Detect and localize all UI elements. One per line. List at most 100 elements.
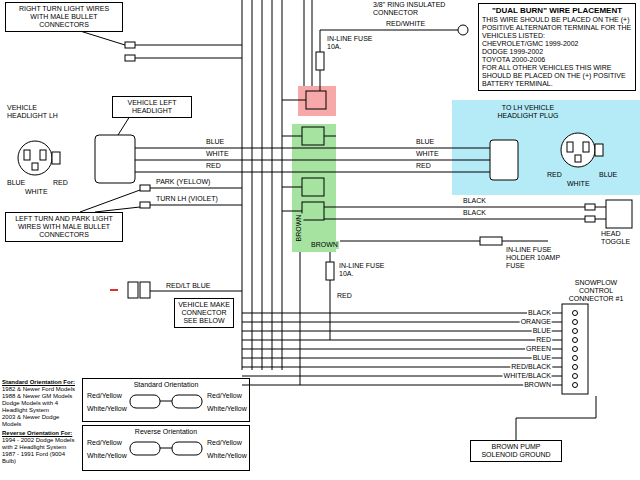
- highlight-band: TO LH VEHICLE HEADLIGHT PLUG: [452, 100, 640, 195]
- note-label: IN-LINE FUSE 10A.: [338, 262, 388, 278]
- bullet-connector: [125, 42, 135, 48]
- make-connector: [140, 282, 150, 298]
- connector-block: SNOWPLOW CONTROL CONNECTOR #1: [556, 278, 636, 396]
- table-text: 2003 & Newer Dodge Models: [2, 414, 80, 428]
- plug-pin: [575, 155, 581, 162]
- ring-connector: [458, 25, 468, 35]
- wire-label: WHITE/BLACK: [503, 372, 552, 380]
- relay-symbol: [302, 127, 324, 145]
- wire-label: RED/LT BLUE: [165, 282, 211, 290]
- wire: [340, 241, 548, 242]
- wire-label: PARK (YELLOW): [155, 178, 211, 186]
- box-heading: BROWN PUMP SOLENOID GROUND: [474, 443, 558, 459]
- box-heading: Standard Orientation: [86, 381, 246, 389]
- bullet-connector: [585, 216, 595, 222]
- table-text: Reverse Orientation For:: [2, 430, 80, 437]
- relay-symbol: [302, 202, 324, 220]
- box-heading: Reverse Orientation: [86, 428, 246, 436]
- headlight-plug: [18, 141, 52, 175]
- connector-pill: [130, 395, 160, 408]
- callout-box: VEHICLE MAKE CONNECTOR SEE BELOW: [174, 298, 234, 328]
- box-text: TOYOTA 2000-2006: [482, 56, 632, 64]
- connector-pill: [172, 395, 202, 408]
- wire-label: RED: [535, 336, 552, 344]
- note-box: LEFT TURN AND PARK LIGHT WIRES WITH MALE…: [5, 212, 123, 242]
- box-heading: TO LH VEHICLE HEADLIGHT PLUG: [488, 104, 568, 120]
- wire: [282, 136, 336, 211]
- wire-label: BLUE: [415, 138, 435, 146]
- note-label: IN-LINE FUSE 10A.: [326, 35, 376, 51]
- leader-line: [118, 116, 130, 135]
- leader-line: [80, 190, 140, 212]
- bullet-connector: [125, 55, 135, 61]
- wire-label: WHITE: [205, 150, 230, 158]
- wire: [304, 0, 312, 86]
- wire: [160, 401, 172, 402]
- box-heading: "DUAL BURN" WIRE PLACEMENT: [482, 6, 632, 15]
- note-label: IN-LINE FUSE HOLDER 10AMP FUSE: [505, 246, 562, 270]
- note-label: 3/8" RING INSULATED CONNECTOR: [372, 1, 462, 17]
- relay-symbol: [306, 91, 326, 109]
- pin-label: Red/Yellow: [86, 439, 123, 447]
- wire-label: BLACK: [462, 197, 487, 205]
- fuse-symbol: [326, 262, 334, 280]
- pin-label: White/Yellow: [206, 405, 248, 413]
- wire-label: WHITE: [24, 188, 49, 196]
- bullet-connector: [585, 204, 595, 210]
- plug-latch: [595, 144, 603, 156]
- wire: [324, 207, 585, 219]
- relay-symbol: [302, 178, 324, 196]
- pin-label: White/Yellow: [86, 405, 128, 413]
- wire-label: BLUE: [532, 327, 552, 335]
- note-label: HEAD TOGGLE: [600, 230, 640, 246]
- wire-label: ORANGE: [520, 318, 552, 326]
- wire-label: RED: [415, 162, 432, 170]
- toggle-connector: [606, 200, 632, 228]
- box-heading: LEFT TURN AND PARK LIGHT WIRES WITH MALE…: [9, 215, 119, 239]
- wire-bundle: [242, 313, 562, 385]
- callout-box: VEHICLE LEFT HEADLIGHT: [112, 96, 192, 118]
- note-label: VEHICLE HEADLIGHT LH: [6, 104, 70, 120]
- highlight-band: [298, 86, 336, 116]
- note-label: RED/WHITE: [385, 20, 426, 28]
- connector-pill: [172, 442, 202, 455]
- wire-label: RED: [205, 162, 222, 170]
- table-text: Standard Orientation For:: [2, 379, 80, 386]
- pin-label: White/Yellow: [86, 452, 128, 460]
- pin-label: White/Yellow: [206, 452, 248, 460]
- headlight-connector: [95, 135, 135, 183]
- wire-label: BLACK: [527, 309, 552, 317]
- plug-latch: [52, 152, 60, 164]
- wire-label: RED: [52, 179, 69, 187]
- wire: [320, 30, 458, 91]
- table-text: 1982 & Newer Ford Models: [2, 386, 80, 393]
- table-text: 1988 & Newer GM Models: [2, 393, 80, 400]
- wire-label: BROWN: [310, 241, 339, 249]
- wire-label: RED: [336, 292, 353, 300]
- wire: [282, 100, 306, 101]
- wire-label: GREEN: [525, 345, 552, 353]
- orientation-list: Standard Orientation For:1982 & Newer Fo…: [2, 377, 80, 465]
- highlight-band: [292, 124, 336, 252]
- make-connector: [128, 282, 138, 298]
- wire-label: BLACK: [462, 209, 487, 217]
- pin-label: Red/Yellow: [206, 439, 243, 447]
- wire-bus: [135, 148, 490, 172]
- box-heading: VEHICLE LEFT HEADLIGHT: [116, 99, 188, 115]
- bullet-connector: [140, 202, 150, 208]
- orientation-box: Reverse Orientation: [82, 425, 250, 471]
- table-text: 1994 - 2002 Dodge Models with 2 Headligh…: [2, 437, 80, 451]
- plug-pin: [583, 142, 589, 152]
- table-text: Dodge Models with 4 Headlight System: [2, 400, 80, 414]
- ground-box: BROWN PUMP SOLENOID GROUND: [470, 440, 562, 462]
- plug-pin: [567, 142, 573, 152]
- box-text: DODGE 1999-2002: [482, 48, 632, 56]
- wire-label: BLUE: [6, 179, 26, 187]
- table-text: 1987 - 1991 Ford (9004 Bulb): [2, 451, 80, 465]
- note-box: "DUAL BURN" WIRE PLACEMENTTHIS WIRE SHOU…: [478, 3, 636, 91]
- wire-label: TURN LH (VIOLET): [155, 195, 219, 203]
- wire: [150, 291, 242, 292]
- wire-label: WHITE: [566, 180, 591, 188]
- headlight-connector: [490, 140, 518, 180]
- wire-label: RED: [546, 171, 563, 179]
